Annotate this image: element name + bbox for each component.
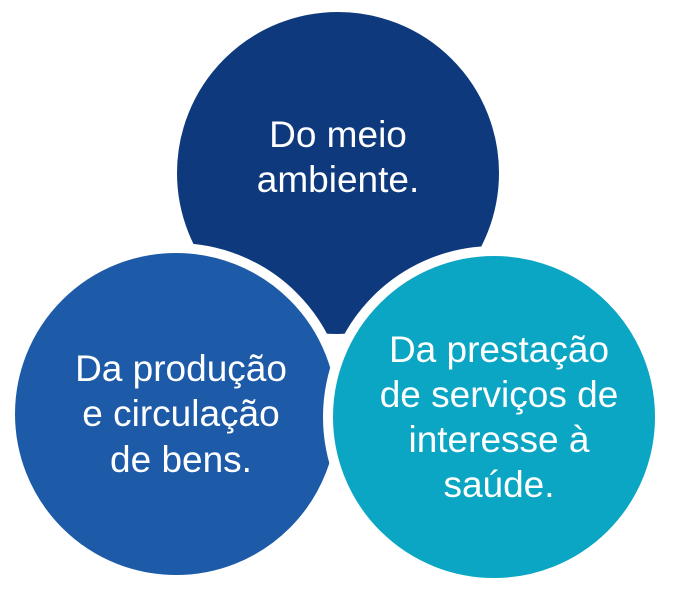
circle-text-line: Da prestação [388,328,610,370]
circle-servicos-saude: Da prestação de serviços de interesse à … [323,246,665,588]
circle-text-line: Da produção [75,348,287,390]
circle-text-line: de serviços de [379,373,619,415]
circle-text-line: de bens. [110,438,252,480]
circle-meio-ambiente-label: Do meio ambiente. [257,112,420,202]
circle-text-line: Do meio [269,113,407,155]
circle-text-line: interesse à [408,419,590,460]
circle-text-line: ambiente. [256,159,420,200]
circle-text-line: e circulação [82,393,280,435]
circle-producao-bens: Da produção e circulação de bens. [5,243,347,585]
circle-text-line: saúde. [443,464,555,506]
circle-producao-bens-label: Da produção e circulação de bens. [75,346,287,481]
circle-servicos-saude-label: Da prestação de serviços de interesse à … [380,327,619,508]
